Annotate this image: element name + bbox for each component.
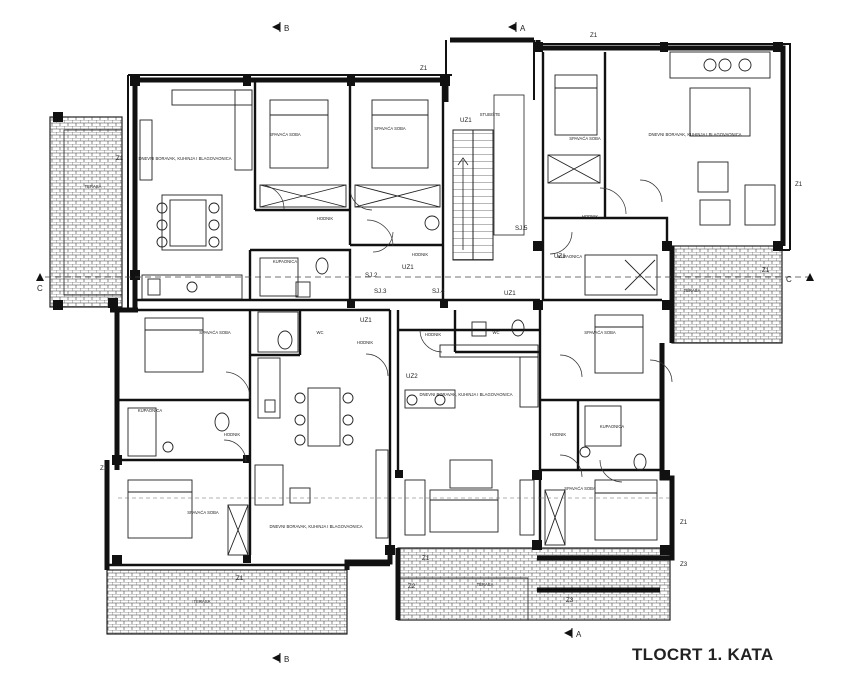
room-label: KUPAONICA	[558, 254, 583, 259]
wall-tag: Z1	[116, 155, 124, 162]
wall-tag: Z1	[422, 555, 430, 562]
section-marker-c-left: C	[36, 273, 44, 293]
room-label: TERASA	[194, 599, 211, 604]
terrace-sw	[106, 569, 348, 635]
room-label: HODNIK	[582, 214, 598, 219]
door-swings	[223, 179, 673, 483]
wall-tag: Z1	[680, 519, 688, 526]
section-marker-c-right: C	[786, 273, 814, 284]
wall-tag: Z1	[420, 65, 428, 72]
room-label: HODNIK	[357, 340, 373, 345]
wall-tag: UZ1	[360, 317, 372, 324]
room-label: SPAVAĆA SOBA	[269, 132, 301, 137]
room-label: DNEVNI BORAVAK, KUHINJA I BLAGOVAONICA	[419, 392, 512, 397]
section-marker-a-bottom: A	[564, 628, 582, 639]
wall-tag: UZ1	[554, 253, 566, 260]
room-label: HODNIK	[224, 432, 240, 437]
terrace-ne	[671, 245, 783, 344]
wall-tag: Z1	[590, 32, 598, 39]
room-label: WC	[493, 330, 500, 335]
furniture	[127, 51, 776, 556]
svg-text:C: C	[37, 284, 43, 293]
room-label: TERASA	[684, 288, 701, 293]
room-label: SPAVAĆA SOBA	[584, 330, 616, 335]
svg-text:C: C	[786, 275, 792, 284]
wall-tag: Z1	[100, 465, 108, 472]
room-label: HODNIK	[425, 332, 441, 337]
room-label: DNEVNI BORAVAK, KUHINJA I BLAGOVAONICA	[648, 132, 741, 137]
wall-tag: UZ1	[402, 264, 414, 271]
staircase	[445, 40, 535, 261]
inner-walls	[107, 52, 669, 567]
room-label: HODNIK	[412, 252, 428, 257]
room-label: SPAVAĆA SOBA	[199, 330, 231, 335]
svg-text:B: B	[284, 655, 289, 664]
room-label: KUPAONICA	[600, 424, 625, 429]
room-label: SPAVAĆA SOBA	[374, 126, 406, 131]
room-label: TERASA	[477, 582, 494, 587]
wall-tags: UZ1 UZ1 UZ1 UZ1 UZ1 UZ2 SJ.2 SJ.3 SJ.4 S…	[100, 32, 803, 604]
room-label: STUBIŠTE	[480, 112, 501, 117]
wall-tag: UZ2	[406, 373, 418, 380]
svg-text:A: A	[576, 630, 582, 639]
room-label: WC	[317, 330, 324, 335]
room-label: KUPAONICA	[273, 259, 298, 264]
wall-tag: Z3	[680, 561, 688, 568]
wall-tag: UZ1	[460, 117, 472, 124]
room-labels: DNEVNI BORAVAK, KUHINJA I BLAGOVAONICA T…	[85, 112, 742, 604]
wall-tag: SJ.2	[365, 272, 378, 279]
room-label: HODNIK	[550, 432, 566, 437]
wall-tag: Z1	[795, 181, 803, 188]
room-label: SPAVAĆA SOBA	[564, 486, 596, 491]
terrace-nw	[49, 116, 123, 308]
wall-tag: Z2	[408, 583, 416, 590]
section-marker-b-top: B	[272, 22, 289, 33]
wall-tag: UZ1	[504, 290, 516, 297]
wall-tag: Z3	[566, 597, 574, 604]
wall-tag: SJ.3	[374, 288, 387, 295]
section-marker-b-bottom: B	[272, 653, 289, 664]
room-label: DNEVNI BORAVAK, KUHINJA I BLAGOVAONICA	[138, 156, 231, 161]
room-label: KUPAONICA	[138, 408, 163, 413]
svg-text:A: A	[520, 24, 526, 33]
section-marker-a-top: A	[508, 22, 526, 33]
room-label: HODNIK	[317, 216, 333, 221]
svg-text:B: B	[284, 24, 289, 33]
room-label: DNEVNI BORAVAK, KUHINJA I BLAGOVAONICA	[269, 524, 362, 529]
wall-tag: Z1	[762, 267, 770, 274]
room-label: SPAVAĆA SOBA	[187, 510, 219, 515]
wall-tag: Z1	[236, 575, 244, 582]
room-label: TERASA	[85, 184, 102, 189]
wall-tag: SJ.4	[432, 288, 445, 295]
room-label: SPAVAĆA SOBA	[569, 136, 601, 141]
wall-tag: SJ.5	[515, 225, 528, 232]
drawing-title: TLOCRT 1. KATA	[632, 645, 774, 664]
